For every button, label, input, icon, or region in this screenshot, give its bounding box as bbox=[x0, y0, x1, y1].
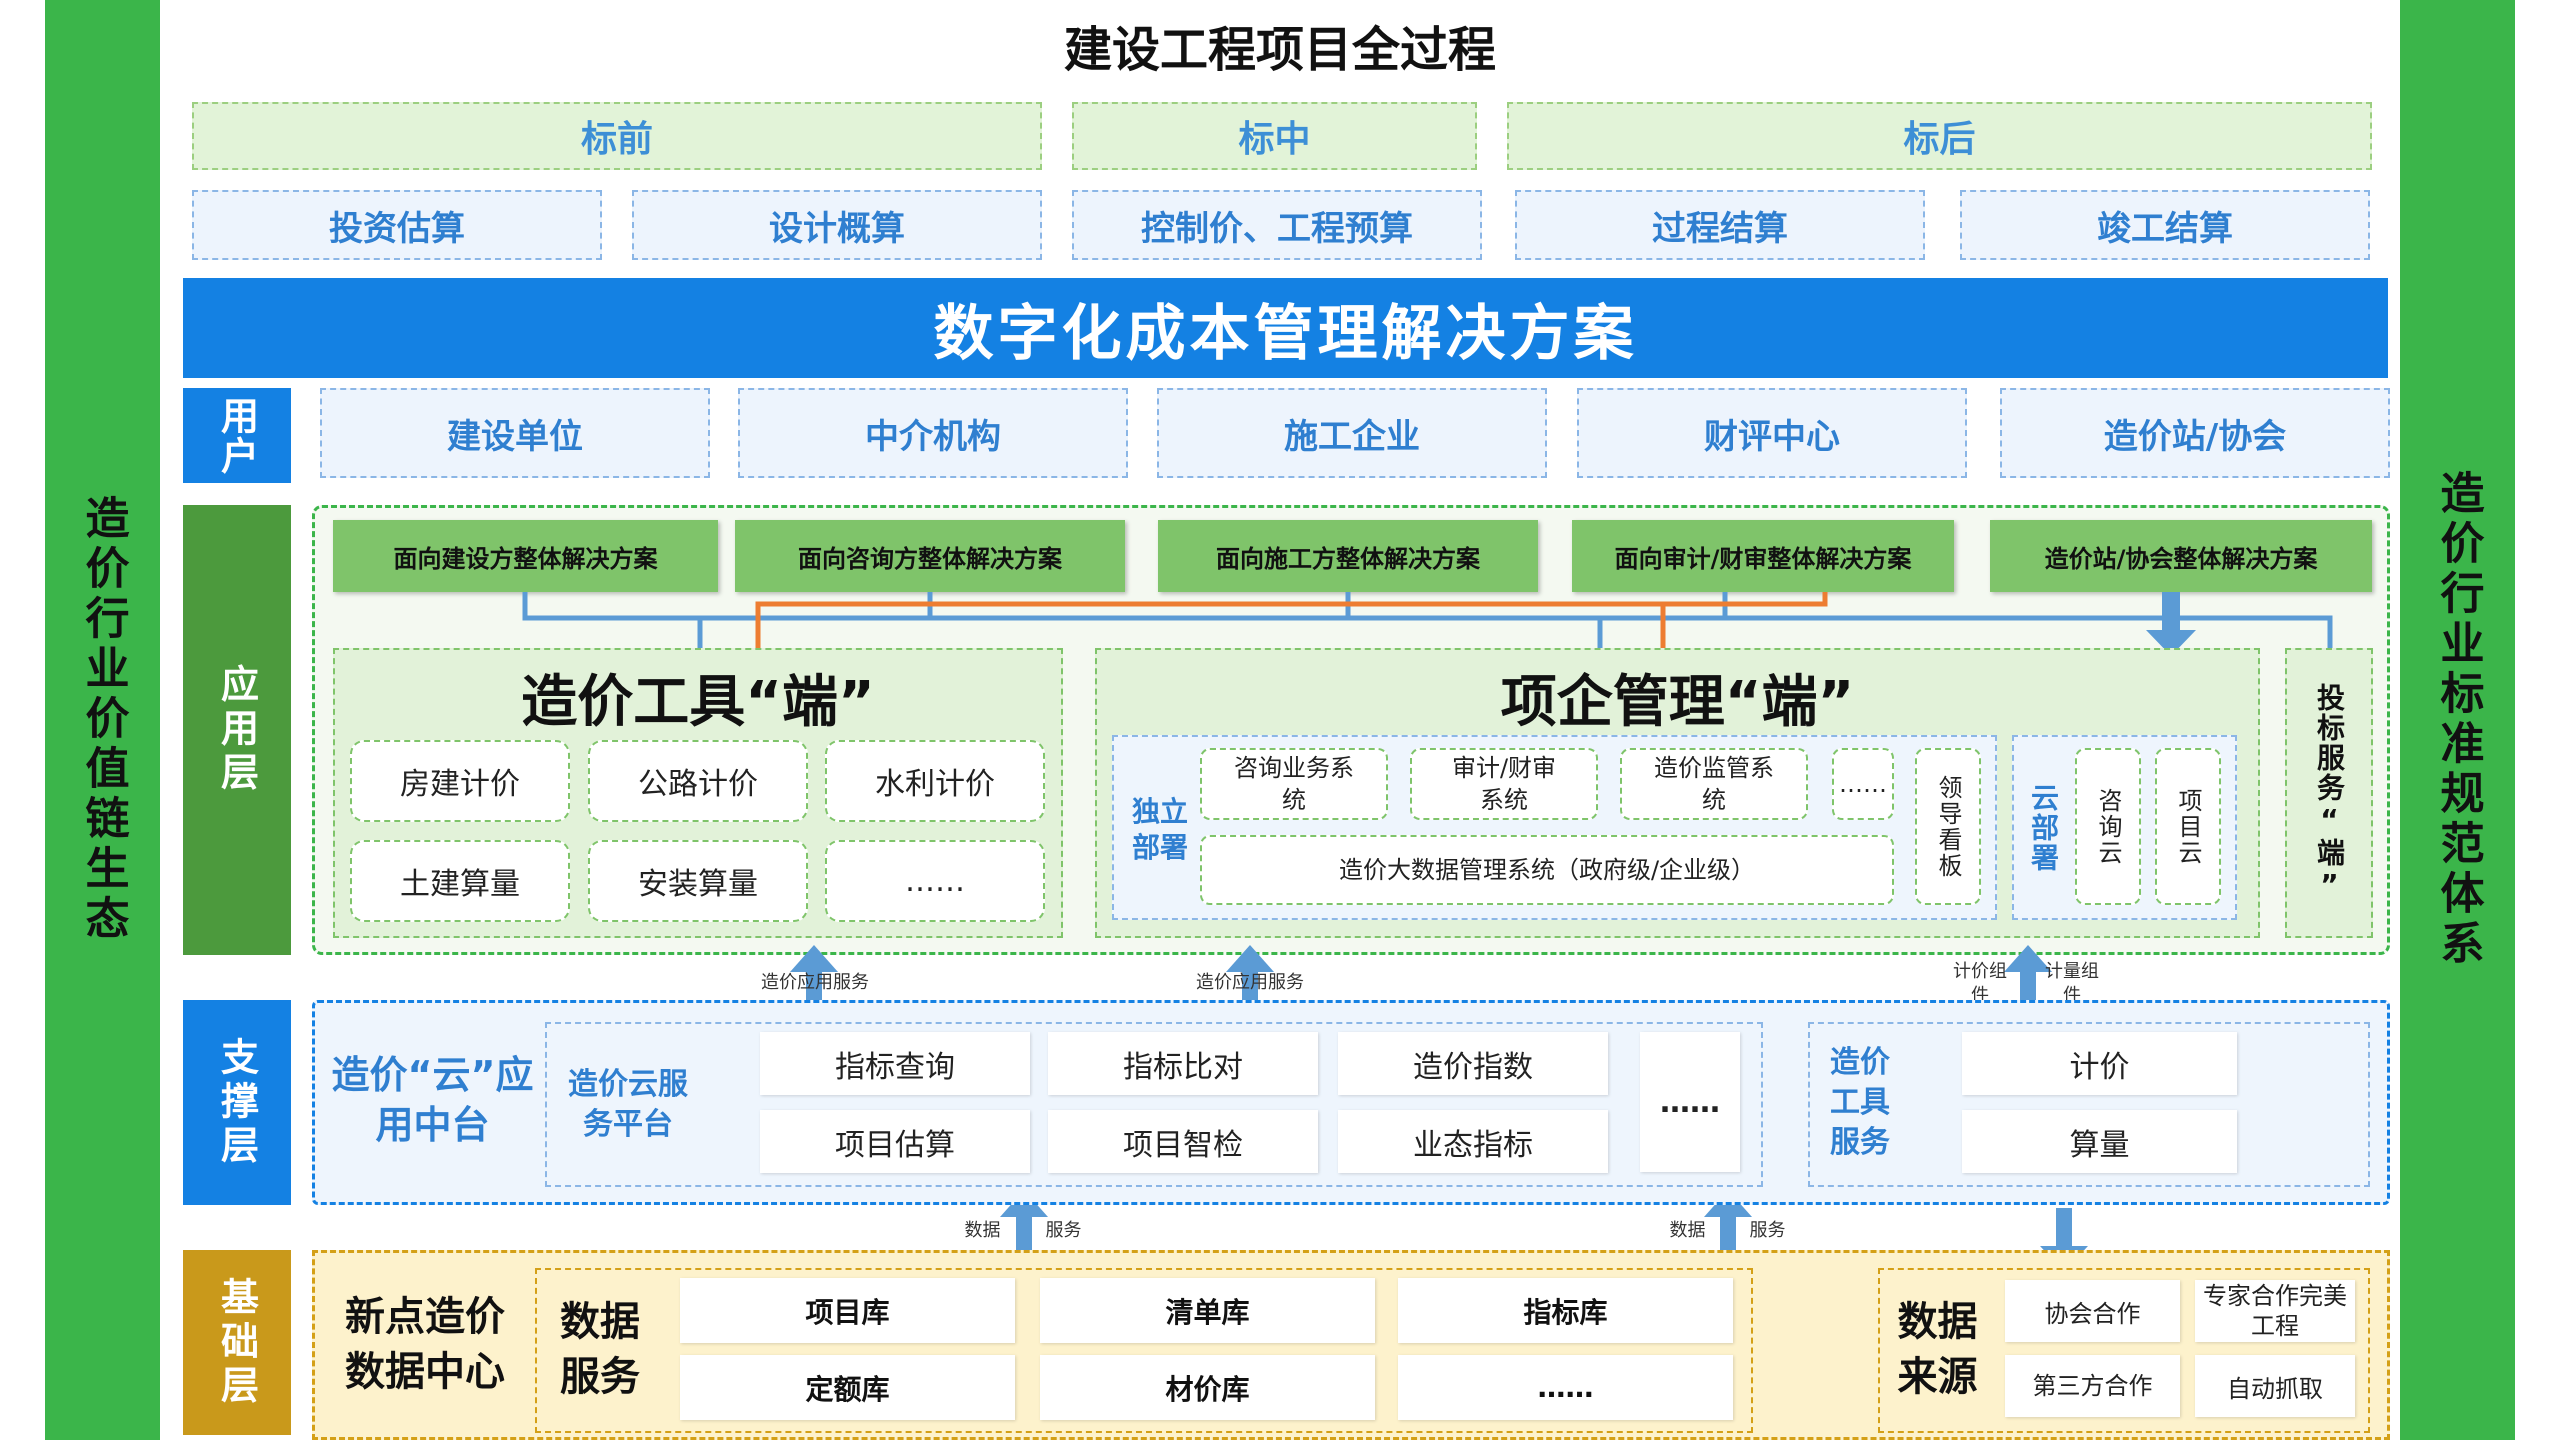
tool-item-install: 安装算量 bbox=[588, 840, 808, 922]
solution-audit: 面向审计/财审整体解决方案 bbox=[1572, 520, 1954, 592]
support-index-compare: 指标比对 bbox=[1048, 1032, 1318, 1095]
tool-service-pricing: 计价 bbox=[1962, 1032, 2237, 1095]
lib-more: …… bbox=[1398, 1355, 1733, 1420]
cloud-deploy-label: 云部署 bbox=[2027, 782, 2060, 873]
cloud-service-box bbox=[545, 1022, 1763, 1187]
label-data-1: 数据 bbox=[964, 1220, 1001, 1241]
label-service-2: 服务 bbox=[1749, 1220, 1786, 1241]
solution-cost-station: 造价站/协会整体解决方案 bbox=[1990, 520, 2372, 592]
layer-base: 基础层 bbox=[183, 1250, 291, 1435]
source-expert: 专家合作完美工程 bbox=[2195, 1280, 2355, 1342]
user-contractor: 施工企业 bbox=[1157, 388, 1547, 478]
lib-index: 指标库 bbox=[1398, 1278, 1733, 1343]
solution-banner: 数字化成本管理解决方案 bbox=[183, 278, 2388, 378]
system-bigdata: 造价大数据管理系统（政府级/企业级） bbox=[1200, 835, 1894, 905]
label-service-1: 服务 bbox=[1045, 1220, 1082, 1241]
data-service-label: 数据服务 bbox=[560, 1299, 640, 1400]
phase-pre-bid: 标前 bbox=[192, 102, 1042, 170]
bid-service-end: 投标服务“端” bbox=[2285, 648, 2373, 938]
layer-support: 支撑层 bbox=[183, 1000, 291, 1205]
data-source-label: 数据来源 bbox=[1897, 1299, 1978, 1400]
source-third-party: 第三方合作 bbox=[2005, 1355, 2180, 1417]
solution-consultant: 面向咨询方整体解决方案 bbox=[735, 520, 1125, 592]
system-dashboard: 领导看板 bbox=[1915, 748, 1981, 905]
layer-user: 用户 bbox=[183, 388, 291, 483]
source-auto-crawl: 自动抓取 bbox=[2195, 1355, 2355, 1417]
stage-process: 过程结算 bbox=[1515, 190, 1925, 260]
left-sidebar-text: 造价行业价值链生态 bbox=[77, 495, 129, 945]
lib-quota: 定额库 bbox=[680, 1355, 1015, 1420]
system-supervision: 造价监管系统 bbox=[1620, 748, 1808, 820]
tool-service-label: 造价工具服务 bbox=[1830, 1044, 1890, 1160]
label-app-service-1: 造价应用服务 bbox=[761, 972, 869, 993]
support-format-index: 业态指标 bbox=[1338, 1110, 1608, 1173]
solution-contractor: 面向施工方整体解决方案 bbox=[1158, 520, 1538, 592]
support-more: …… bbox=[1640, 1032, 1740, 1172]
stage-investment: 投资估算 bbox=[192, 190, 602, 260]
tool-item-civil: 土建算量 bbox=[350, 840, 570, 922]
solution-builder: 面向建设方整体解决方案 bbox=[333, 520, 718, 592]
label-app-service-2: 造价应用服务 bbox=[1196, 972, 1304, 993]
source-association: 协会合作 bbox=[2005, 1280, 2180, 1342]
tool-item-more: …… bbox=[825, 840, 1045, 922]
support-cost-index: 造价指数 bbox=[1338, 1032, 1608, 1095]
stage-control: 控制价、工程预算 bbox=[1072, 190, 1482, 260]
phase-post-bid: 标后 bbox=[1507, 102, 2372, 170]
support-project-estimate: 项目估算 bbox=[760, 1110, 1030, 1173]
right-sidebar-text: 造价行业标准规范体系 bbox=[2432, 470, 2484, 970]
tool-service-box bbox=[1808, 1022, 2370, 1187]
user-cost-station: 造价站/协会 bbox=[2000, 388, 2390, 478]
cloud-project: 项目云 bbox=[2155, 748, 2221, 905]
layer-app: 应用层 bbox=[183, 505, 291, 955]
user-agency: 中介机构 bbox=[738, 388, 1128, 478]
phase-mid-bid: 标中 bbox=[1072, 102, 1477, 170]
standalone-deploy-label: 独立部署 bbox=[1131, 795, 1188, 864]
user-finance-center: 财评中心 bbox=[1577, 388, 1967, 478]
user-construction-unit: 建设单位 bbox=[320, 388, 710, 478]
support-index-query: 指标查询 bbox=[760, 1032, 1030, 1095]
tool-service-quantity: 算量 bbox=[1962, 1110, 2237, 1173]
label-data-2: 数据 bbox=[1669, 1220, 1706, 1241]
stage-completion: 竣工结算 bbox=[1960, 190, 2370, 260]
base-data-center: 新点造价数据中心 bbox=[345, 1294, 505, 1395]
system-consulting: 咨询业务系统 bbox=[1200, 748, 1388, 820]
tool-end-title: 造价工具“端” bbox=[521, 670, 875, 735]
tool-item-housing: 房建计价 bbox=[350, 740, 570, 822]
enterprise-end-title: 项企管理“端” bbox=[1500, 670, 1855, 735]
tool-item-water: 水利计价 bbox=[825, 740, 1045, 822]
lib-material-price: 材价库 bbox=[1040, 1355, 1375, 1420]
tool-item-highway: 公路计价 bbox=[588, 740, 808, 822]
right-sidebar: 造价行业标准规范体系 bbox=[2400, 0, 2515, 1440]
system-audit: 审计/财审系统 bbox=[1410, 748, 1598, 820]
cloud-consulting: 咨询云 bbox=[2075, 748, 2141, 905]
page-title: 建设工程项目全过程 bbox=[1063, 22, 1496, 78]
left-sidebar: 造价行业价值链生态 bbox=[45, 0, 160, 1440]
lib-bill: 清单库 bbox=[1040, 1278, 1375, 1343]
system-more: …… bbox=[1832, 748, 1894, 820]
support-project-check: 项目智检 bbox=[1048, 1110, 1318, 1173]
lib-project: 项目库 bbox=[680, 1278, 1015, 1343]
stage-design: 设计概算 bbox=[632, 190, 1042, 260]
cloud-service-label: 造价云服务平台 bbox=[568, 1067, 688, 1142]
support-platform-label: 造价“云”应用中台 bbox=[331, 1053, 534, 1147]
